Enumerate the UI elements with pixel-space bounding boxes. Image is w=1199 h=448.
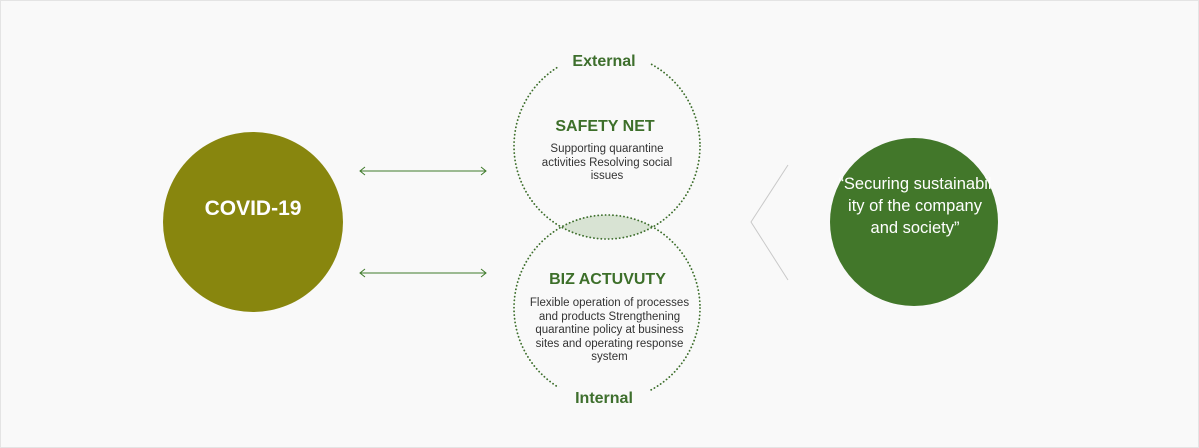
biz-activity-title: BIZ ACTUVUTY — [549, 271, 666, 288]
external-label-backdrop — [558, 50, 650, 72]
external-tag: External — [572, 53, 636, 70]
goal-circle — [830, 138, 998, 306]
lower-arrow-icon — [359, 268, 487, 278]
safety-net-description: Supporting quarantine activities Resolvi… — [541, 143, 673, 182]
internal-tag: Internal — [575, 390, 633, 407]
safety-net-title: SAFETY NET — [555, 118, 655, 135]
covid-circle — [163, 132, 343, 312]
upper-arrow-icon — [359, 166, 487, 176]
chevron-left-icon — [750, 164, 789, 281]
goal-quote: “Securing sustainabil ity of the company… — [838, 175, 992, 237]
biz-activity-circle — [513, 214, 701, 402]
biz-activity-description: Flexible operation of processes and prod… — [529, 297, 690, 363]
covid-label: COVID-19 — [204, 197, 302, 220]
internal-label-backdrop — [558, 387, 650, 409]
